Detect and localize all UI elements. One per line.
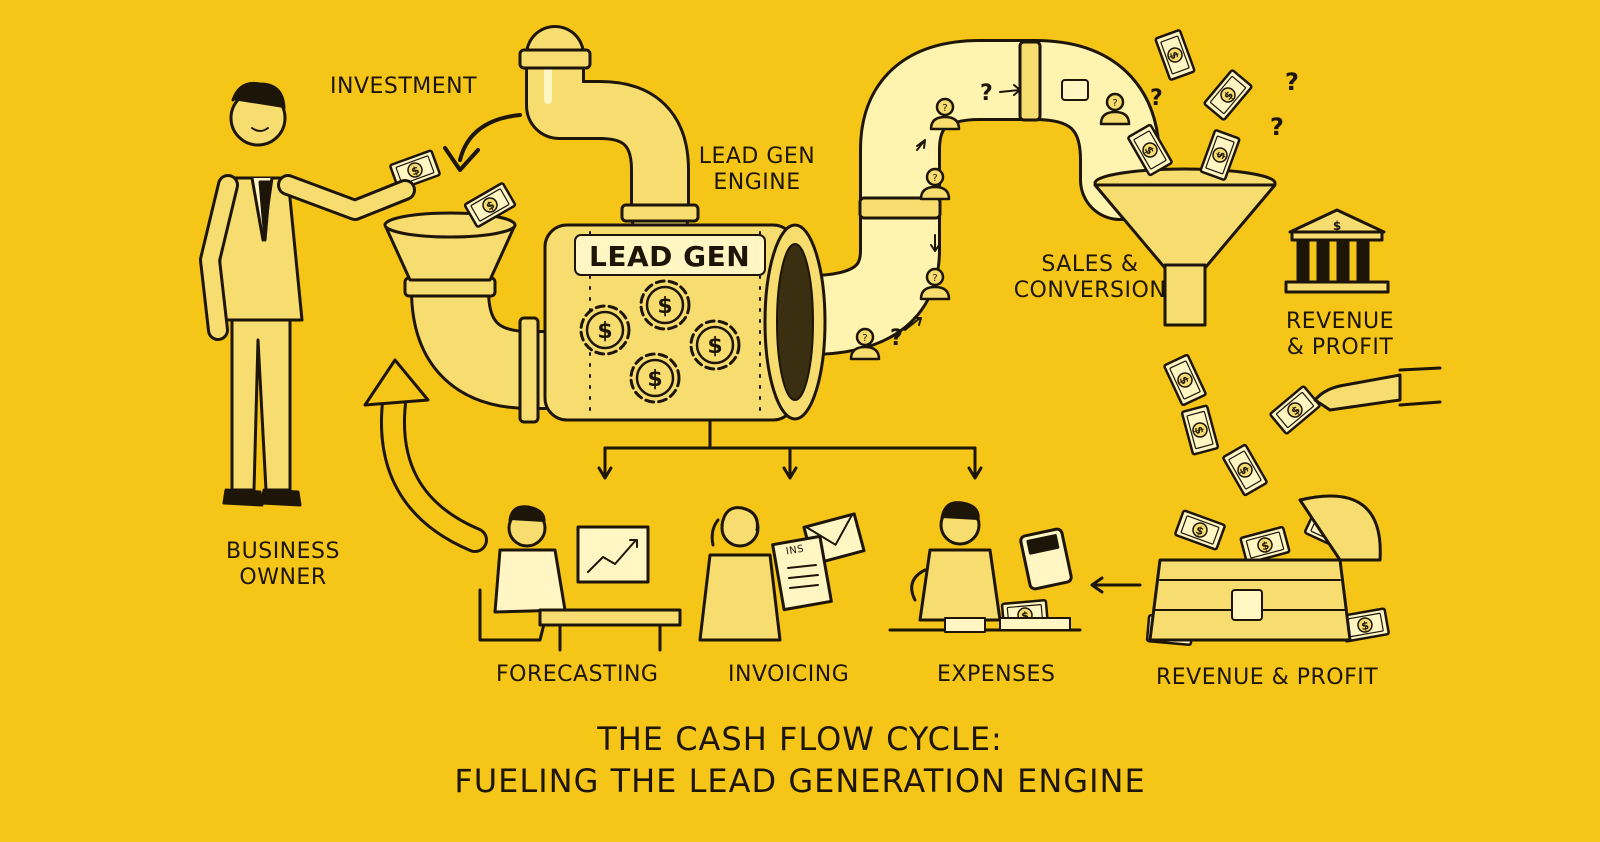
lead-gen-engine: [543, 223, 827, 422]
invoicing-figure: [698, 506, 866, 642]
forecasting-label: FORECASTING: [496, 662, 659, 687]
pipe-flow-arrows: [904, 84, 1021, 331]
svg-text:?: ?: [980, 81, 993, 106]
sales-conversion-label-line2: CONVERSION: [1013, 278, 1167, 304]
expenses-label: EXPENSES: [937, 662, 1056, 687]
svg-text:?: ?: [1150, 86, 1163, 111]
lead-gen-engine-label-line2: ENGINE: [713, 170, 801, 196]
sales-funnel: [1093, 167, 1277, 327]
dollar-bill-icon: [1180, 403, 1220, 457]
lead-gen-engine-label: LEAD GEN ENGINE: [692, 144, 822, 197]
dollar-bill-icon: [1202, 68, 1254, 122]
dollar-bill-icon: [1238, 525, 1292, 565]
revenue-profit-bank-label: REVENUE & PROFIT: [1280, 309, 1400, 362]
dollar-bill-icon: [1162, 353, 1208, 407]
svg-text:?: ?: [1270, 113, 1284, 141]
svg-text:?: ?: [1285, 68, 1299, 96]
expenses-figure: [888, 501, 1082, 633]
treasure-chest: [1148, 494, 1382, 642]
title-line2: FUELING THE LEAD GENERATION ENGINE: [454, 762, 1146, 800]
revenue-profit-bank-label-line1: REVENUE: [1285, 309, 1395, 334]
title-line1: THE CASH FLOW CYCLE:: [597, 720, 1003, 758]
hand-icon: [1313, 366, 1442, 412]
chest-to-expenses-arrow: [1090, 576, 1142, 594]
invoicing-label: INVOICING: [728, 662, 850, 687]
investment-arrow: [443, 113, 522, 172]
bank-icon: $: [1284, 208, 1390, 294]
engine-branch-arrows: [597, 418, 983, 480]
revenue-profit-bank-label-line2: & PROFIT: [1286, 335, 1394, 361]
gear-icon: [639, 279, 691, 331]
investment-label: INVESTMENT: [330, 74, 478, 99]
funnel-inlet-pipe: [403, 250, 600, 424]
business-owner-label-line2: OWNER: [239, 565, 327, 591]
leads-in-pipe: ? ? ? ? ?: [849, 68, 1299, 361]
reinvest-arrow: [363, 358, 488, 553]
svg-text:$: $: [1333, 219, 1341, 233]
dollar-bill-icon: [1173, 508, 1227, 552]
investment-funnel: [383, 211, 517, 282]
dollar-bill-icon: [1153, 28, 1197, 82]
svg-text:?: ?: [890, 326, 903, 351]
business-owner-figure: [199, 81, 416, 507]
revenue-profit-chest-label: REVENUE & PROFIT: [1156, 665, 1379, 690]
gear-icon: [579, 304, 631, 356]
gear-icon: [629, 352, 681, 404]
inlet-pipe: [518, 25, 700, 245]
gear-icon: [689, 319, 741, 371]
engine-body-label: LEAD GEN: [589, 240, 751, 273]
dollar-bill-icon: [1221, 442, 1269, 498]
lead-gen-engine-label-line1: LEAD GEN: [698, 144, 816, 169]
sales-conversion-label-line1: SALES &: [1041, 252, 1139, 277]
leads-pipe: [769, 39, 1161, 356]
sales-conversion-label: SALES & CONVERSION: [1005, 252, 1175, 305]
business-owner-label-line1: BUSINESS: [226, 539, 340, 564]
dollar-bill-icon: [1268, 384, 1322, 436]
business-owner-label: BUSINESS OWNER: [218, 539, 348, 592]
forecasting-figure: [478, 505, 682, 652]
